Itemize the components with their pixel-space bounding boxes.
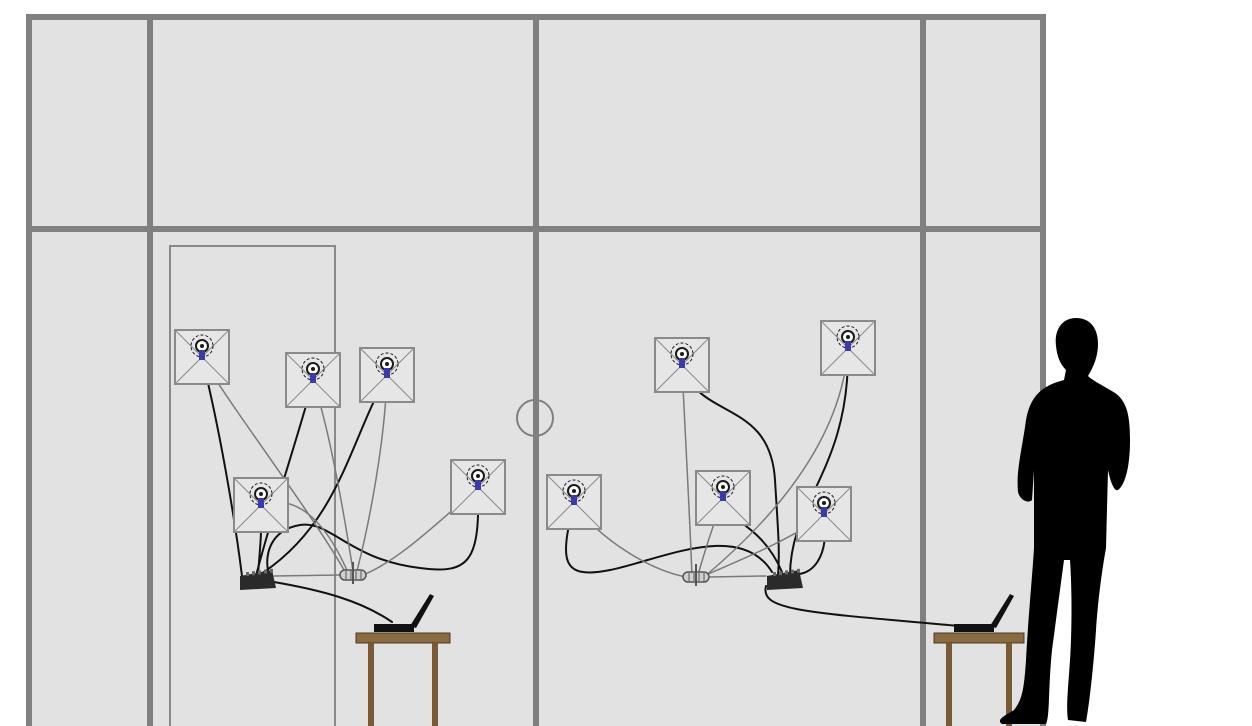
table-top <box>355 632 451 644</box>
speaker-icon <box>796 486 852 542</box>
observer <box>999 318 1130 724</box>
table-leg <box>946 643 952 726</box>
speaker-center <box>311 367 315 371</box>
cable <box>273 574 342 577</box>
cable <box>681 365 693 578</box>
cable-splitter-icon <box>339 562 367 584</box>
table-leg <box>368 643 374 726</box>
speaker-mount <box>720 491 726 501</box>
audio-hub-icon <box>767 568 803 590</box>
right-table <box>933 632 1025 726</box>
hub-to-laptop-cable <box>764 585 961 627</box>
table-leg <box>432 643 438 726</box>
table-top <box>933 632 1025 644</box>
cable <box>266 487 480 571</box>
hub-port <box>791 569 794 574</box>
laptop-screen <box>410 594 434 628</box>
laptop-screen <box>990 594 1014 628</box>
speaker-mount <box>475 480 481 490</box>
left-table <box>355 632 451 726</box>
laptop-icon <box>374 594 434 632</box>
person-body <box>999 318 1130 724</box>
hub-port <box>270 568 273 573</box>
laptop-base <box>374 624 414 632</box>
speaker-mount <box>199 350 205 360</box>
cable <box>201 357 243 577</box>
hub-port <box>258 570 261 575</box>
speaker-center <box>572 489 576 493</box>
hub-port <box>779 571 782 576</box>
speaker-icon <box>820 320 876 376</box>
cable <box>789 348 850 577</box>
hub-to-laptop-cable <box>273 581 393 623</box>
speaker-center <box>385 362 389 366</box>
speaker-icon <box>285 352 341 408</box>
laptop-base <box>954 624 994 632</box>
speaker-icon <box>654 337 710 393</box>
speakers <box>174 320 876 542</box>
speaker-center <box>721 485 725 489</box>
speaker-mount <box>384 368 390 378</box>
speaker-center <box>680 352 684 356</box>
speaker-icon <box>695 470 751 526</box>
door-handle-icon <box>516 399 554 437</box>
speaker-center <box>476 474 480 478</box>
audio-hub-icon <box>240 568 276 590</box>
cable <box>681 365 780 577</box>
speaker-mount <box>310 373 316 383</box>
speaker-icon <box>450 459 506 515</box>
door <box>169 245 554 726</box>
hub-port <box>773 572 776 576</box>
hub-port <box>246 572 249 576</box>
speaker-mount <box>845 341 851 351</box>
table-leg <box>1006 643 1012 726</box>
speaker-mount <box>571 495 577 505</box>
hub-port <box>785 570 788 575</box>
speaker-icon <box>233 477 289 533</box>
speaker-mount <box>679 358 685 368</box>
speaker-mount <box>258 498 264 508</box>
speaker-center <box>822 501 826 505</box>
cable <box>565 502 773 574</box>
speaker-center <box>200 344 204 348</box>
speaker-icon <box>546 474 602 530</box>
audio-devices <box>240 562 803 590</box>
hub-port <box>252 571 255 576</box>
cable-splitter-icon <box>682 564 710 586</box>
speaker-center <box>259 492 263 496</box>
hub-port <box>797 568 800 573</box>
tables <box>355 594 1025 726</box>
person-silhouette-icon <box>999 318 1130 724</box>
hub-port <box>264 569 267 574</box>
cable <box>709 575 767 578</box>
cable <box>703 348 849 578</box>
speaker-icon <box>359 347 415 403</box>
speaker-center <box>846 335 850 339</box>
door-outline <box>169 245 336 726</box>
laptop-icon <box>954 594 1014 632</box>
speaker-mount <box>821 507 827 517</box>
speaker-icon <box>174 329 230 385</box>
